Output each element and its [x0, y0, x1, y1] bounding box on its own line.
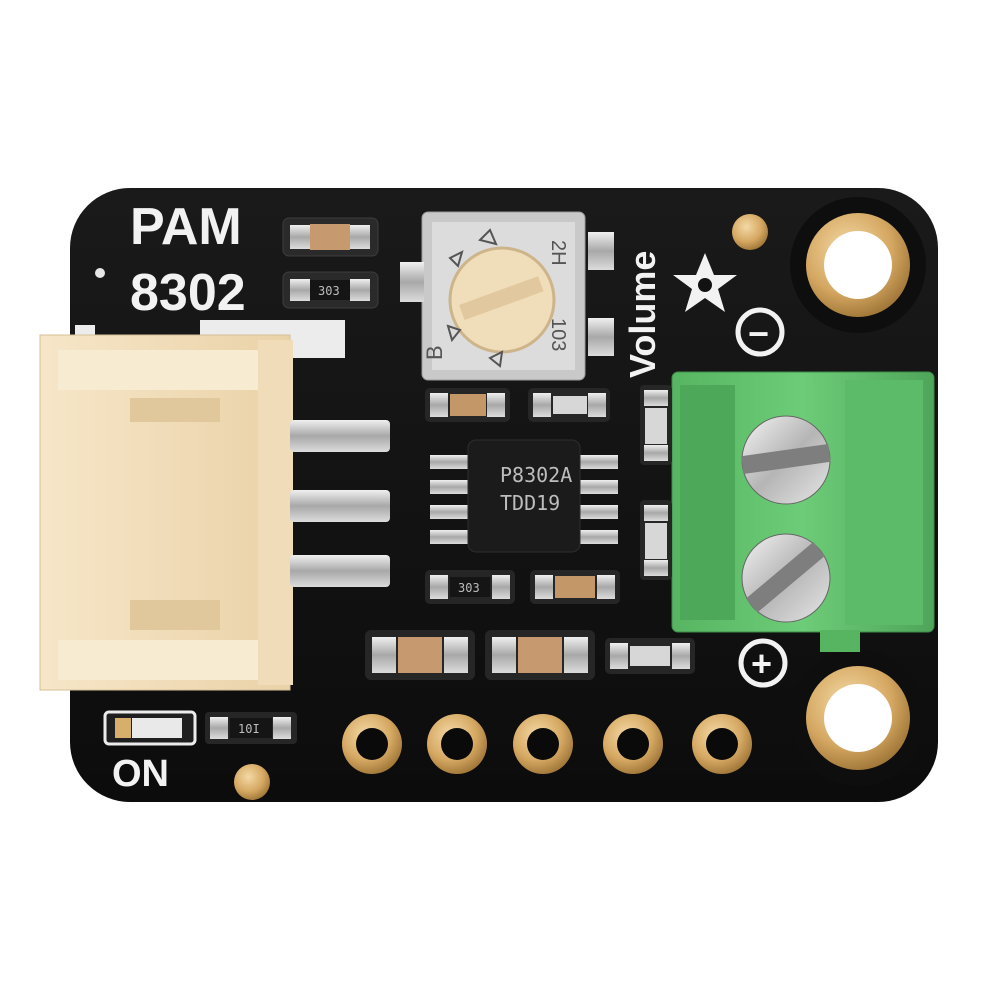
capacitor-bottom-2: [485, 630, 595, 680]
amplifier-chip: P8302A TDD19: [430, 439, 618, 553]
resistor-top-code: 303: [318, 284, 340, 298]
gold-pad-top: [732, 214, 768, 250]
mounting-hole-bottom: [790, 650, 926, 786]
capacitor-top: [282, 217, 379, 257]
plus-symbol: +: [738, 638, 788, 688]
title-line-2: 8302: [130, 264, 246, 322]
capacitor-vertical-right-2: [640, 500, 672, 580]
svg-text:+: +: [751, 643, 772, 684]
pot-pad-left: [400, 262, 424, 302]
title-line-1: PAM: [130, 198, 242, 256]
pot-marking-top: 2H: [547, 240, 569, 266]
power-led: [103, 710, 197, 746]
chip-marking-1: P8302A: [500, 463, 572, 487]
capacitor-bottom-1: [365, 630, 475, 680]
screw-terminal-block[interactable]: [671, 371, 935, 652]
resistor-bottom-3: [605, 638, 695, 674]
resistor-top: 303: [282, 271, 379, 309]
chip-marking-2: TDD19: [500, 491, 560, 515]
jst-connector: [39, 334, 293, 691]
silk-dot: [95, 268, 105, 278]
mounting-hole-top: [790, 197, 926, 333]
resistor-below-chip: 303: [425, 570, 515, 604]
header-pin-4: [603, 714, 663, 774]
resistor-mid-code: 303: [458, 581, 480, 595]
resistor-led: 10I: [205, 712, 297, 744]
resistor-led-code: 10I: [238, 722, 260, 736]
header-pins[interactable]: [342, 714, 752, 774]
svg-text:−: −: [748, 313, 769, 354]
capacitor-mid-left: [425, 388, 510, 422]
volume-label: Volume: [622, 251, 663, 378]
header-pin-5: [692, 714, 752, 774]
power-label: ON: [112, 753, 169, 795]
volume-potentiometer[interactable]: B 2H 103: [421, 211, 586, 381]
capacitor-below-chip: [530, 570, 620, 604]
capacitor-vertical-right: [640, 385, 672, 465]
pot-marking-bottom: 103: [547, 318, 569, 351]
header-pin-3: [513, 714, 573, 774]
resistor-mid-right: [528, 388, 610, 422]
pot-letter: B: [422, 345, 447, 360]
star-logo-icon: [673, 253, 737, 312]
jst-pins: [290, 420, 390, 587]
header-pin-2: [427, 714, 487, 774]
pot-pad-right-2: [588, 318, 614, 356]
pot-pad-right: [588, 232, 614, 270]
header-pin-1: [342, 714, 402, 774]
minus-symbol: −: [735, 307, 785, 357]
gold-pad-bottom: [234, 764, 270, 800]
